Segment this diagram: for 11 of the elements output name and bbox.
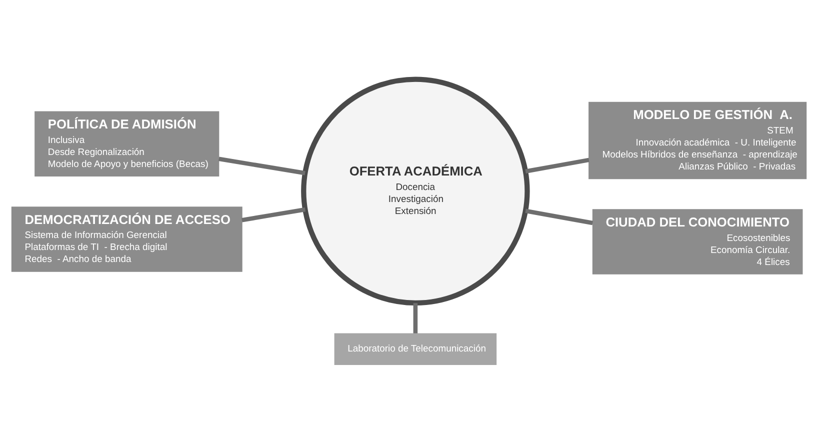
connector [242,206,306,222]
node-circle: OFERTA ACADÉMICA Docencia Investigación Extensión [301,76,530,306]
node-box: CIUDAD DEL CONOCIMIENTO Ecosostenibles Economía Circular. 4 Élices [592,208,803,274]
connector [218,156,306,175]
connector [413,302,418,333]
node-box: MODELO DE GESTIÓN A. STEM Innovación académica - U. Inteligente Modelos Híbridos de enseñanza - aprendizaje Alianzas Público - Privadas [588,101,807,179]
node-box: DEMOCRATIZACIÓN DE ACCESO Sistema de Información Gerencial Plataformas de TI - Brecha digital Redes - Ancho de banda [11,206,242,272]
connector [525,208,593,225]
node-box: Laboratorio de Telecomunicación [334,332,497,364]
connector [525,157,590,174]
node-box: POLÍTICA DE ADMISIÓN Inclusiva Desde Regionalización Modelo de Apoyo y beneficios (Becas) [34,110,220,176]
